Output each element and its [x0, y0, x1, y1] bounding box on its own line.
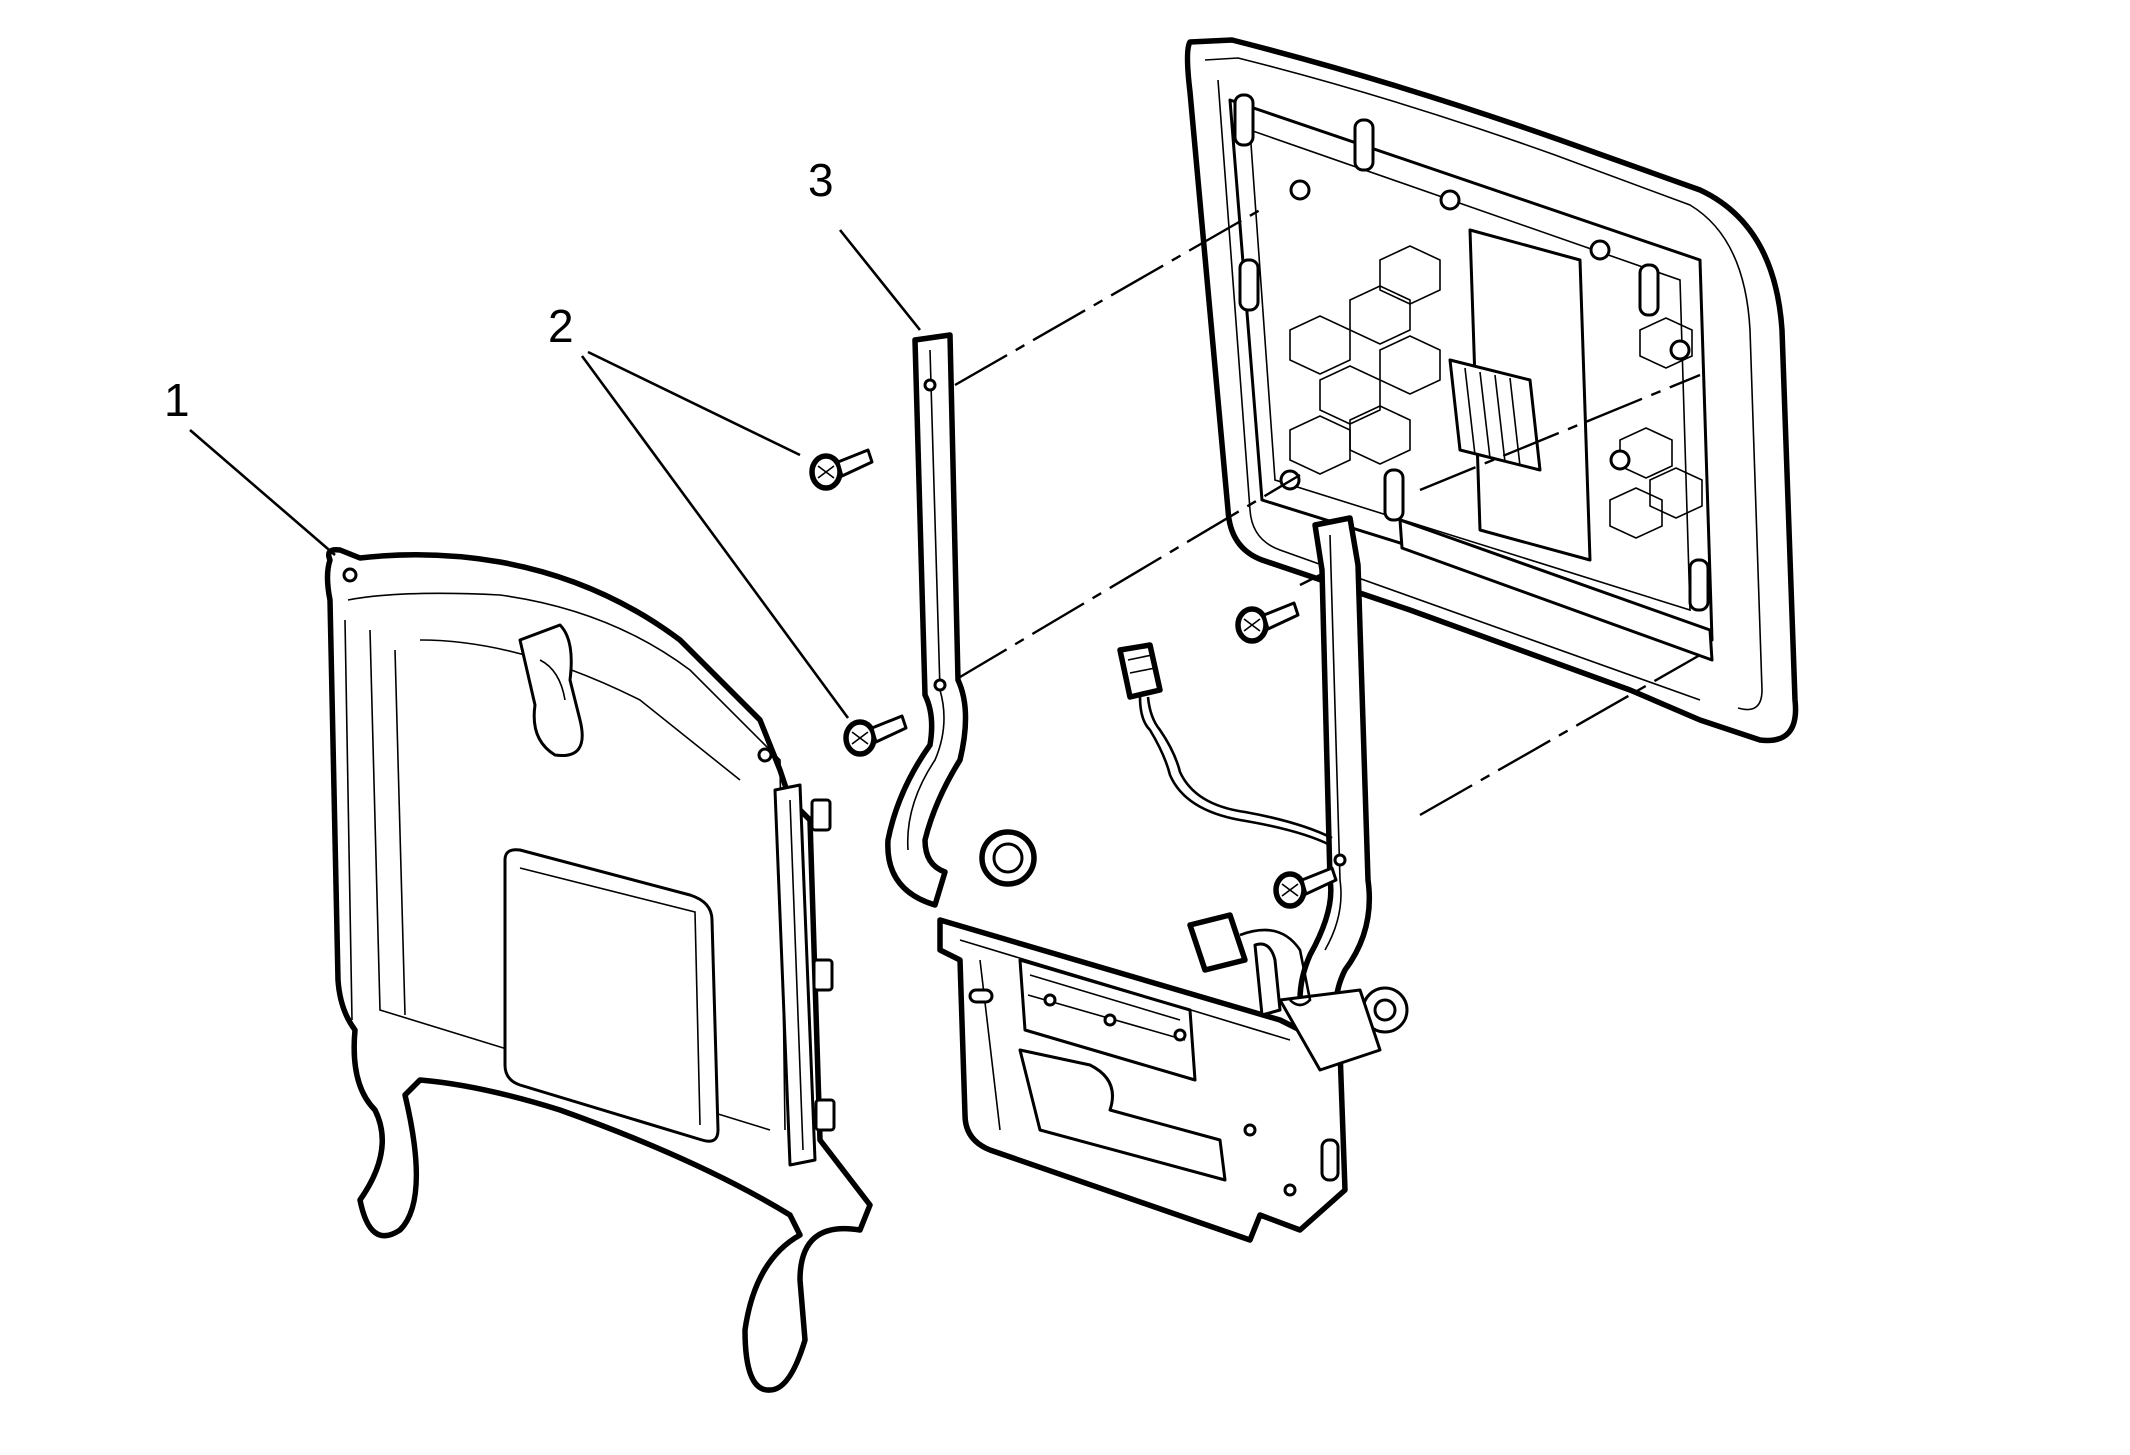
seat-back-frame — [1184, 37, 1799, 744]
screw-upper-right — [1235, 601, 1300, 644]
screw-lower-left — [843, 714, 908, 757]
callout-labels: 1 2 3 — [164, 154, 834, 426]
screw-upper-left — [809, 448, 874, 491]
right-side-rail — [1297, 515, 1373, 1048]
wiring-harness — [1117, 642, 1333, 1017]
heat-sink — [1448, 358, 1542, 472]
callout-3: 3 — [808, 154, 834, 206]
frame-ribbing — [1289, 245, 1703, 539]
motor-bracket-assembly — [937, 829, 1409, 1243]
screw-lower-right — [1273, 866, 1338, 909]
left-side-rail — [885, 332, 969, 908]
back-panel — [324, 546, 873, 1393]
callout-1: 1 — [164, 374, 190, 426]
leader-lines — [189, 229, 922, 719]
callout-2: 2 — [548, 300, 574, 352]
